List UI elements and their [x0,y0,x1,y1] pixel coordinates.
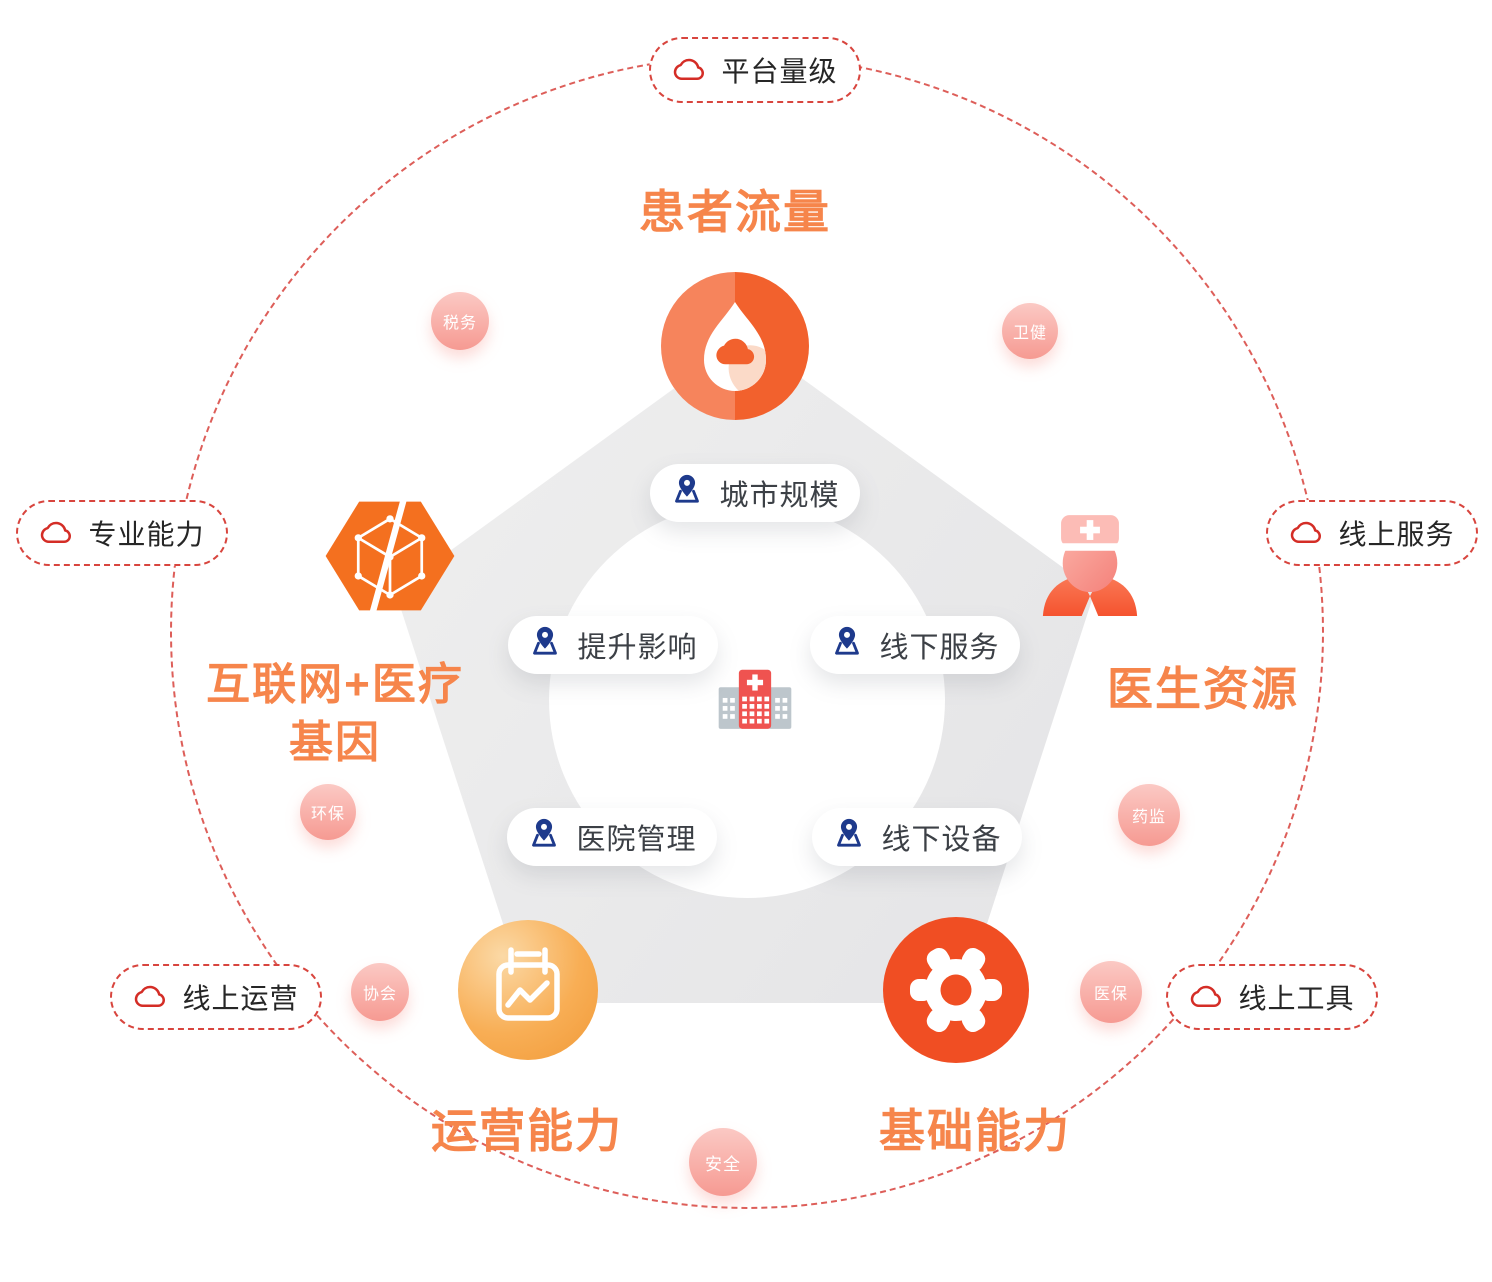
cube-hexagon-icon [322,496,458,616]
calendar-chart-icon [458,920,598,1060]
outer-pill-online-service: 线上服务 [1266,500,1478,566]
outer-pill-label: 线上服务 [1338,519,1455,550]
outer-pill-online-operation: 线上运营 [110,964,322,1030]
inner-pill-label: 提升影响 [577,632,698,664]
bubble-health-commission: 卫健 [1002,303,1058,359]
water-drop-icon [661,272,809,420]
node-label-doctor-resource: 医生资源 [1107,663,1299,715]
gear-icon [881,915,1031,1065]
inner-pill-boost-influence: 提升影响 [508,616,718,674]
cloud-icon [672,55,706,85]
inner-pill-label: 线下服务 [879,632,1000,664]
node-label-internet-medical-gene: 互联网+医疗 基因 [206,660,464,767]
cloud-icon [1289,518,1323,548]
bubble-medical-insurance: 医保 [1080,961,1142,1023]
doctor-icon [1028,492,1152,616]
hospital-icon [716,663,794,741]
inner-pill-label: 医院管理 [576,824,697,856]
inner-pill-label: 城市规模 [719,480,840,512]
outer-pill-professional-capability: 专业能力 [16,500,228,566]
map-pin-icon [830,624,864,666]
inner-pill-label: 线下设备 [881,824,1002,856]
map-pin-icon [528,624,562,666]
map-pin-icon [832,816,866,858]
bubble-drug-admin: 药监 [1118,784,1180,846]
cloud-icon [133,982,167,1012]
inner-pill-city-scale: 城市规模 [650,464,860,522]
outer-pill-label: 平台量级 [721,56,838,87]
inner-pill-offline-service: 线下服务 [810,616,1020,674]
cloud-icon [39,518,73,548]
outer-pill-platform-scale: 平台量级 [649,37,861,103]
map-pin-icon [670,472,704,514]
bubble-security: 安全 [689,1128,757,1196]
inner-pill-hospital-management: 医院管理 [507,808,717,866]
bubble-association: 协会 [351,963,409,1021]
node-label-patient-flow: 患者流量 [639,186,831,238]
outer-pill-label: 线上工具 [1238,983,1355,1014]
inner-pill-offline-equipment: 线下设备 [812,808,1022,866]
map-pin-icon [527,816,561,858]
outer-pill-online-tools: 线上工具 [1166,964,1378,1030]
node-label-foundation-capability: 基础能力 [879,1105,1071,1157]
node-label-operation-capability: 运营能力 [431,1105,623,1157]
outer-pill-label: 线上运营 [182,983,299,1014]
cloud-icon [1189,982,1223,1012]
bubble-environment: 环保 [300,784,356,840]
bubble-tax: 税务 [431,292,489,350]
outer-pill-label: 专业能力 [88,519,205,550]
